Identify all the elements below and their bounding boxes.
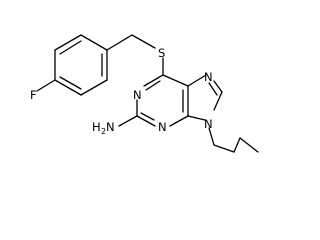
atom-label-n3: N [158, 120, 167, 134]
bond-ring-double-3 [59, 76, 82, 90]
bond-ring-ch2 [106, 34, 133, 51]
fluorophenyl-ring [54, 34, 108, 96]
bond-c2-n3 [136, 115, 156, 127]
bond-c1-c2 [213, 144, 235, 153]
bond-c5-c6 [162, 74, 189, 87]
bond-ring-1 [54, 34, 82, 51]
atom-label-f: F [30, 88, 37, 102]
amine-h-label: H [92, 120, 101, 134]
bond-ring-4 [80, 79, 108, 96]
bond-ring-2 [80, 34, 108, 51]
bond-c5-n7 [187, 74, 207, 87]
molecule-structure-diagram: F S N N N N H 2 N [30, 34, 259, 153]
bond-n3-c4 [169, 115, 189, 127]
atom-label-n7: N [204, 70, 213, 84]
bond-n7-c8-double [208, 82, 218, 96]
bond-n9-c1 [208, 127, 215, 146]
pyrimidine-ring [136, 74, 189, 127]
imidazole-ring [187, 74, 223, 121]
atom-label-s: S [158, 46, 165, 60]
amine-n-label: N [106, 120, 115, 134]
butyl-chain [208, 127, 259, 153]
bond-n7-c8 [213, 80, 223, 93]
atom-label-n9: N [204, 117, 213, 131]
bond-ring-5 [54, 79, 82, 96]
atom-label-n1: N [133, 88, 142, 102]
bond-c2-c3 [233, 137, 241, 153]
amine-h-subscript: 2 [101, 127, 106, 136]
bond-c3-c4 [239, 137, 259, 153]
bond-c6-n1-double [145, 80, 161, 91]
bond-c2-nh2 [118, 115, 138, 127]
bond-c2-n3-double [140, 112, 155, 121]
bond-c-f [36, 79, 56, 92]
bond-c8-n9 [213, 91, 223, 111]
bond-ring-double-1 [59, 40, 82, 55]
bond-n9-c4 [187, 115, 206, 121]
bond-ch2-s [131, 34, 156, 49]
bond-c6-n1 [143, 74, 164, 87]
